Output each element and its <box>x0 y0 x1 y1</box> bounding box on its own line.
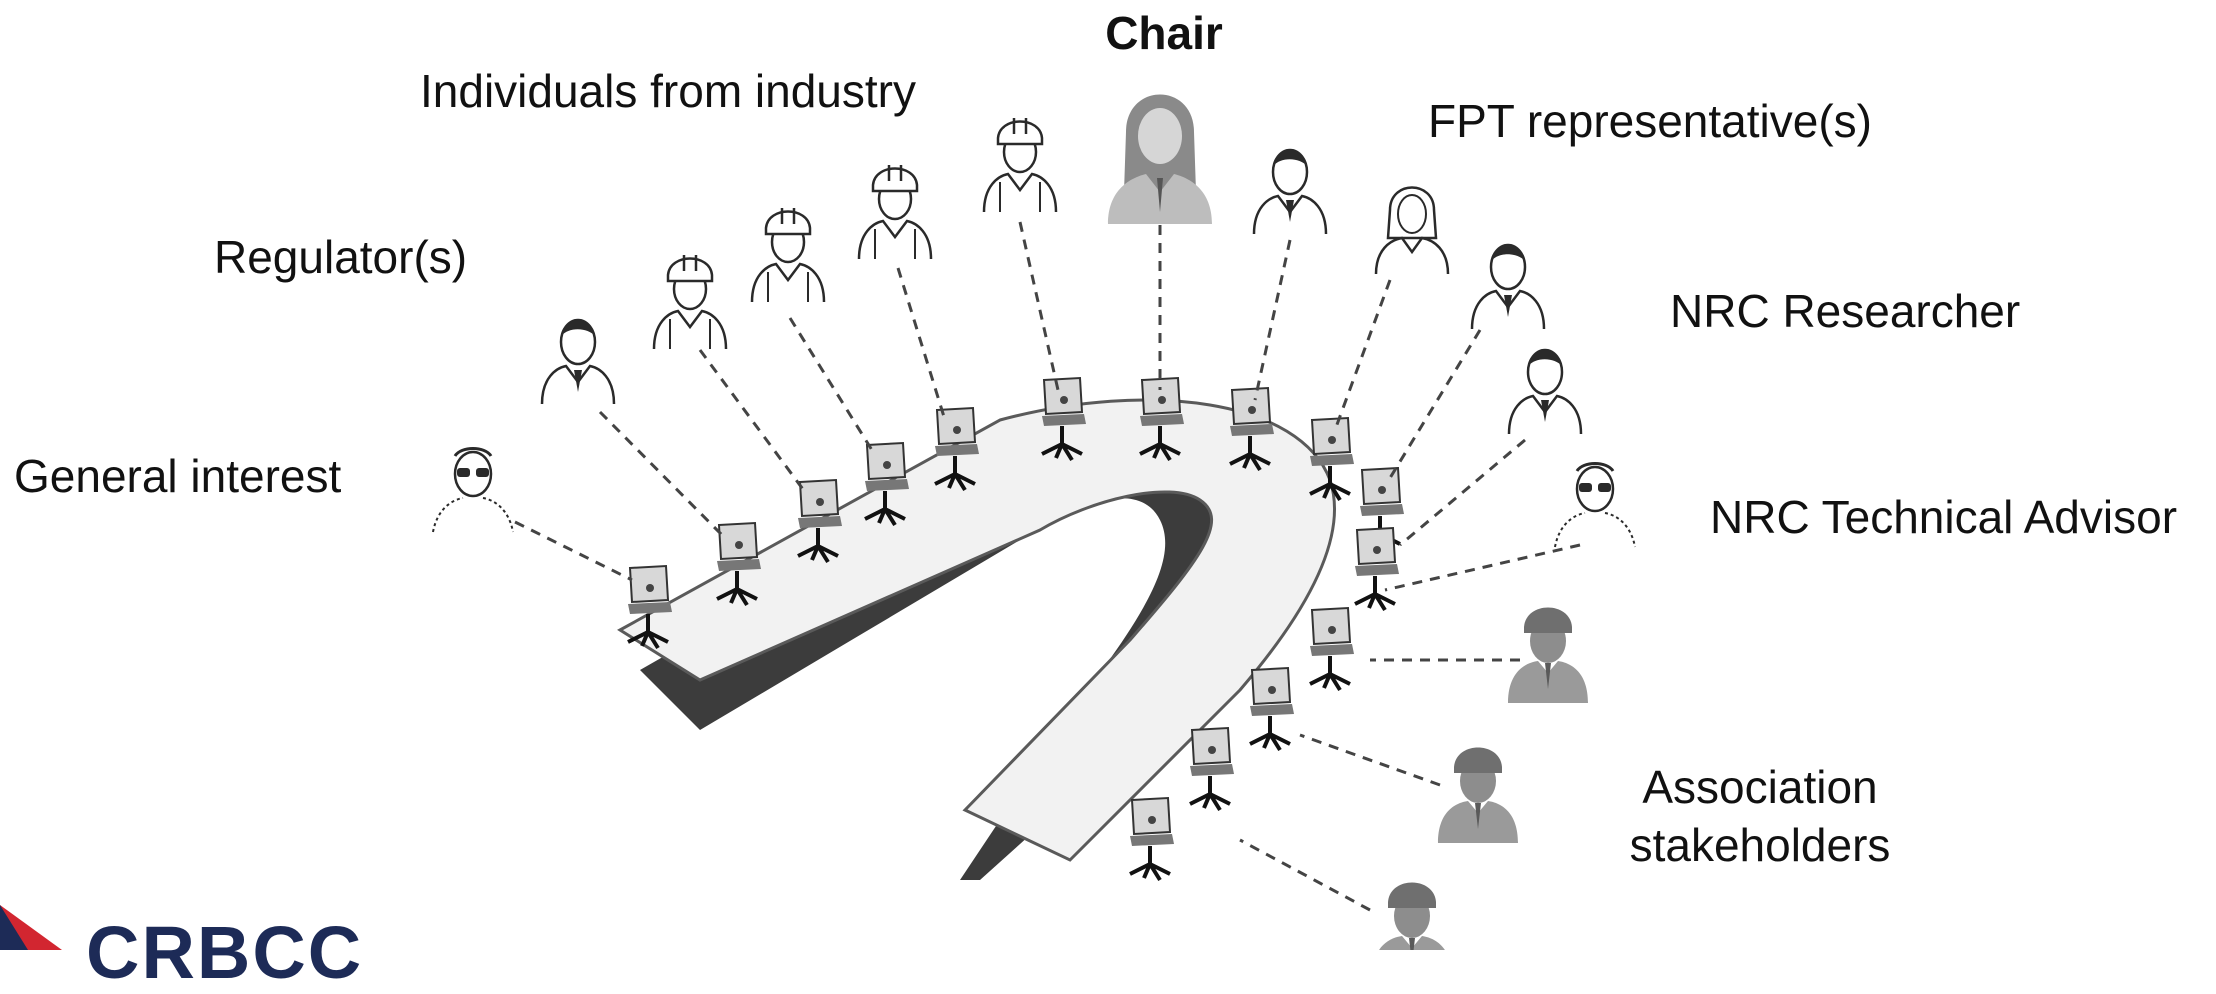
logo-text: CRBCC <box>86 911 364 994</box>
connector-line <box>514 520 633 582</box>
label-association-line2: stakeholders <box>1629 819 1891 871</box>
label-association-line1: Association <box>1642 761 1878 813</box>
connector-line <box>1384 543 1581 592</box>
label-nrc-researcher: NRC Researcher <box>1670 285 2021 337</box>
connector-line <box>1388 329 1482 479</box>
chair <box>1128 796 1176 882</box>
hardhat-person-icon <box>652 253 728 351</box>
chair-person-icon <box>1108 94 1212 224</box>
connector-line <box>1399 438 1526 547</box>
chair <box>1188 726 1236 812</box>
label-industry: Individuals from industry <box>420 65 916 117</box>
organization-logo <box>0 905 62 950</box>
label-general-interest: General interest <box>14 450 342 502</box>
connector-line <box>1333 279 1392 431</box>
person-outline-icon <box>540 318 616 406</box>
solid-person-icon <box>1372 882 1452 950</box>
hardhat-person-icon <box>857 163 933 261</box>
label-fpt: FPT representative(s) <box>1428 95 1872 147</box>
u-table-top <box>617 398 1336 862</box>
person-outline-icon <box>1252 148 1328 236</box>
label-chair: Chair <box>1105 7 1223 59</box>
connector-line <box>598 410 724 537</box>
goggles-person-icon <box>431 447 515 534</box>
solid-person-icon <box>1508 607 1588 703</box>
solid-person-icon <box>1438 747 1518 843</box>
person-outline-icon <box>1470 243 1546 331</box>
label-nrc-advisor: NRC Technical Advisor <box>1710 491 2178 543</box>
label-regulators: Regulator(s) <box>214 231 468 283</box>
hardhat-person-icon <box>750 206 826 304</box>
connector-lines <box>514 221 1581 912</box>
connector-line <box>788 317 877 456</box>
connector-line <box>1253 239 1292 401</box>
connector-line <box>698 349 807 493</box>
connector-line <box>1018 221 1060 391</box>
chair <box>1308 606 1356 692</box>
woman-person-icon <box>1374 186 1450 276</box>
connector-line <box>1299 733 1441 787</box>
chair <box>1248 666 1296 752</box>
person-outline-icon <box>1507 348 1583 436</box>
logo-mark-blue <box>0 905 28 950</box>
connector-line <box>896 267 947 421</box>
goggles-person-icon <box>1553 462 1637 549</box>
hardhat-person-icon <box>982 116 1058 214</box>
chair <box>1353 526 1401 612</box>
connector-line <box>1239 838 1371 912</box>
participants <box>431 94 1637 950</box>
committee-diagram <box>0 94 1637 950</box>
